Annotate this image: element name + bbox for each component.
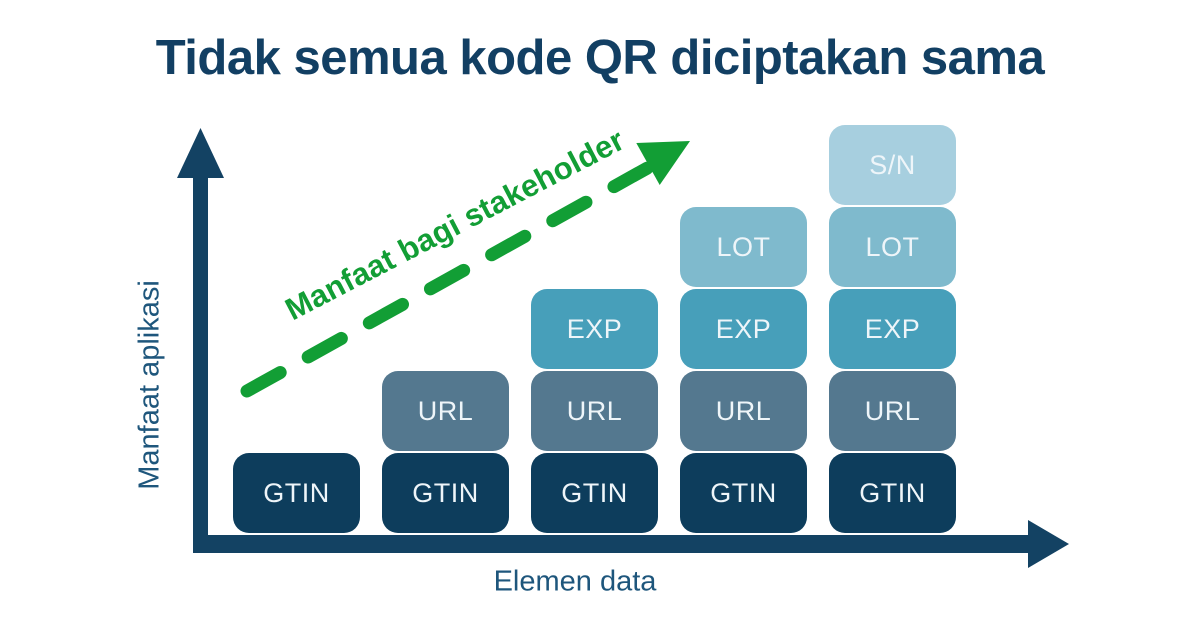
block-col3-exp: EXP (531, 289, 658, 369)
x-axis-arrowhead (1028, 520, 1069, 568)
y-axis-line (193, 160, 208, 553)
block-col5-lot: LOT (829, 207, 956, 287)
block-col3-url: URL (531, 371, 658, 451)
y-axis-arrowhead (177, 128, 224, 178)
block-col2-url: URL (382, 371, 509, 451)
block-col5-exp: EXP (829, 289, 956, 369)
block-col1-gtin: GTIN (233, 453, 360, 533)
block-col4-url: URL (680, 371, 807, 451)
x-axis-label: Elemen data (493, 565, 657, 598)
block-col5-gtin: GTIN (829, 453, 956, 533)
block-col2-gtin: GTIN (382, 453, 509, 533)
y-axis-label: Manfaat aplikasi (133, 280, 166, 490)
block-col4-lot: LOT (680, 207, 807, 287)
trend-arrowhead (636, 141, 690, 185)
block-col3-gtin: GTIN (531, 453, 658, 533)
page-title: Tidak semua kode QR diciptakan sama (155, 31, 1045, 85)
x-axis-line (193, 535, 1031, 553)
block-col5-url: URL (829, 371, 956, 451)
block-col5-sn: S/N (829, 125, 956, 205)
block-col4-gtin: GTIN (680, 453, 807, 533)
block-col4-exp: EXP (680, 289, 807, 369)
